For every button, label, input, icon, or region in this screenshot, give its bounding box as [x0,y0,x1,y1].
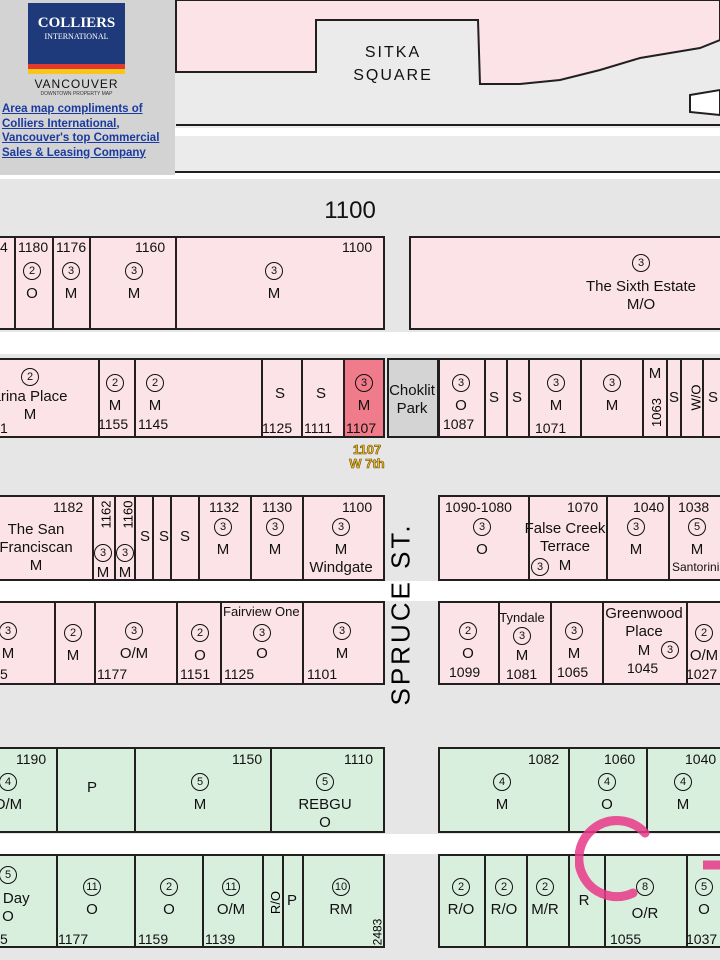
brand-sub: INTERNATIONAL [44,32,109,41]
block-row5-east [438,747,720,833]
block-row3-west [0,495,385,581]
block-row2-west [0,358,385,438]
sixth-estate-lot [409,236,720,330]
choklit-park [387,358,439,438]
block-row2-east [438,358,720,438]
road-line [0,128,720,136]
city-name: VANCOUVER [34,77,119,91]
address-marker[interactable]: 1107 [352,442,382,457]
square-label: SQUARE [353,67,433,84]
highlighted-lot-1107[interactable] [343,358,385,438]
colliers-logo-panel[interactable]: COLLIERS INTERNATIONAL VANCOUVER DOWNTOW… [0,0,175,175]
block-1100-label: 1100 [324,197,376,224]
alley [0,834,720,854]
block-row1-west [0,236,385,330]
ring-icon [575,816,720,902]
brand-name: COLLIERS [37,15,116,31]
block-row3-east [438,495,720,581]
tagline: DOWNTOWN PROPERTY MAP [40,91,113,97]
address-marker-street[interactable]: W 7th [349,456,385,471]
compass-arrow-icon [689,88,720,117]
block-row6-west [0,854,385,948]
block-row4-west [0,601,385,685]
alley [0,581,720,601]
sitka-label: SITKA [364,44,422,61]
colliers-logo [28,3,125,59]
alley [0,332,720,354]
colliers-link[interactable]: Area map compliments of Colliers Interna… [2,103,160,159]
